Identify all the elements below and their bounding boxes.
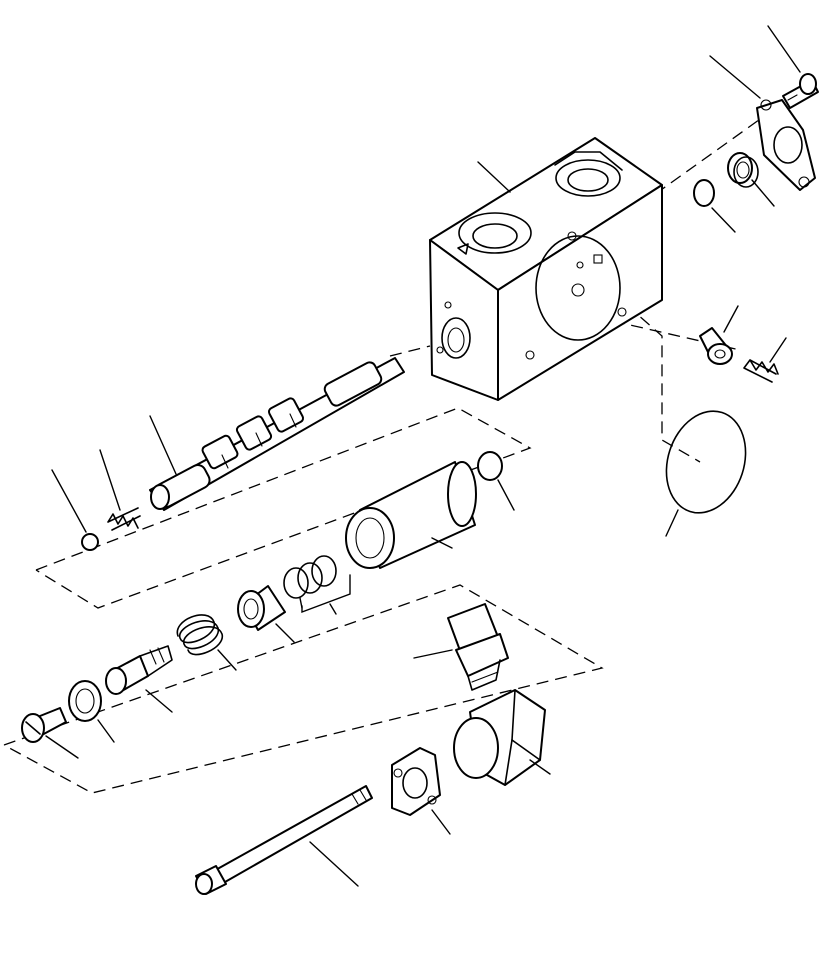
plug: [699, 327, 733, 365]
o-ring-left: [68, 680, 102, 722]
cap-screw: [21, 707, 67, 743]
o-ring-set: [283, 555, 337, 599]
o-ring-sleeve: [477, 451, 503, 481]
flange-plate: [756, 99, 816, 191]
poppet: [105, 645, 173, 695]
spring-right: [743, 359, 779, 383]
o-ring-large: [665, 410, 747, 514]
ball: [81, 533, 99, 551]
spool: [149, 357, 405, 511]
sensor: [447, 603, 509, 691]
leader-lines: [45, 25, 801, 887]
bolt: [782, 73, 819, 109]
tie-rod: [195, 785, 373, 895]
o-ring-small: [693, 179, 715, 207]
elbow-fitting: [453, 689, 546, 786]
valve-body: [429, 137, 663, 401]
piston: [237, 585, 286, 631]
spring-small: [107, 507, 141, 531]
mounting-flange: [391, 747, 441, 816]
valve-seat: [727, 152, 759, 188]
sleeve: [345, 461, 477, 569]
spring-large: [176, 614, 223, 656]
